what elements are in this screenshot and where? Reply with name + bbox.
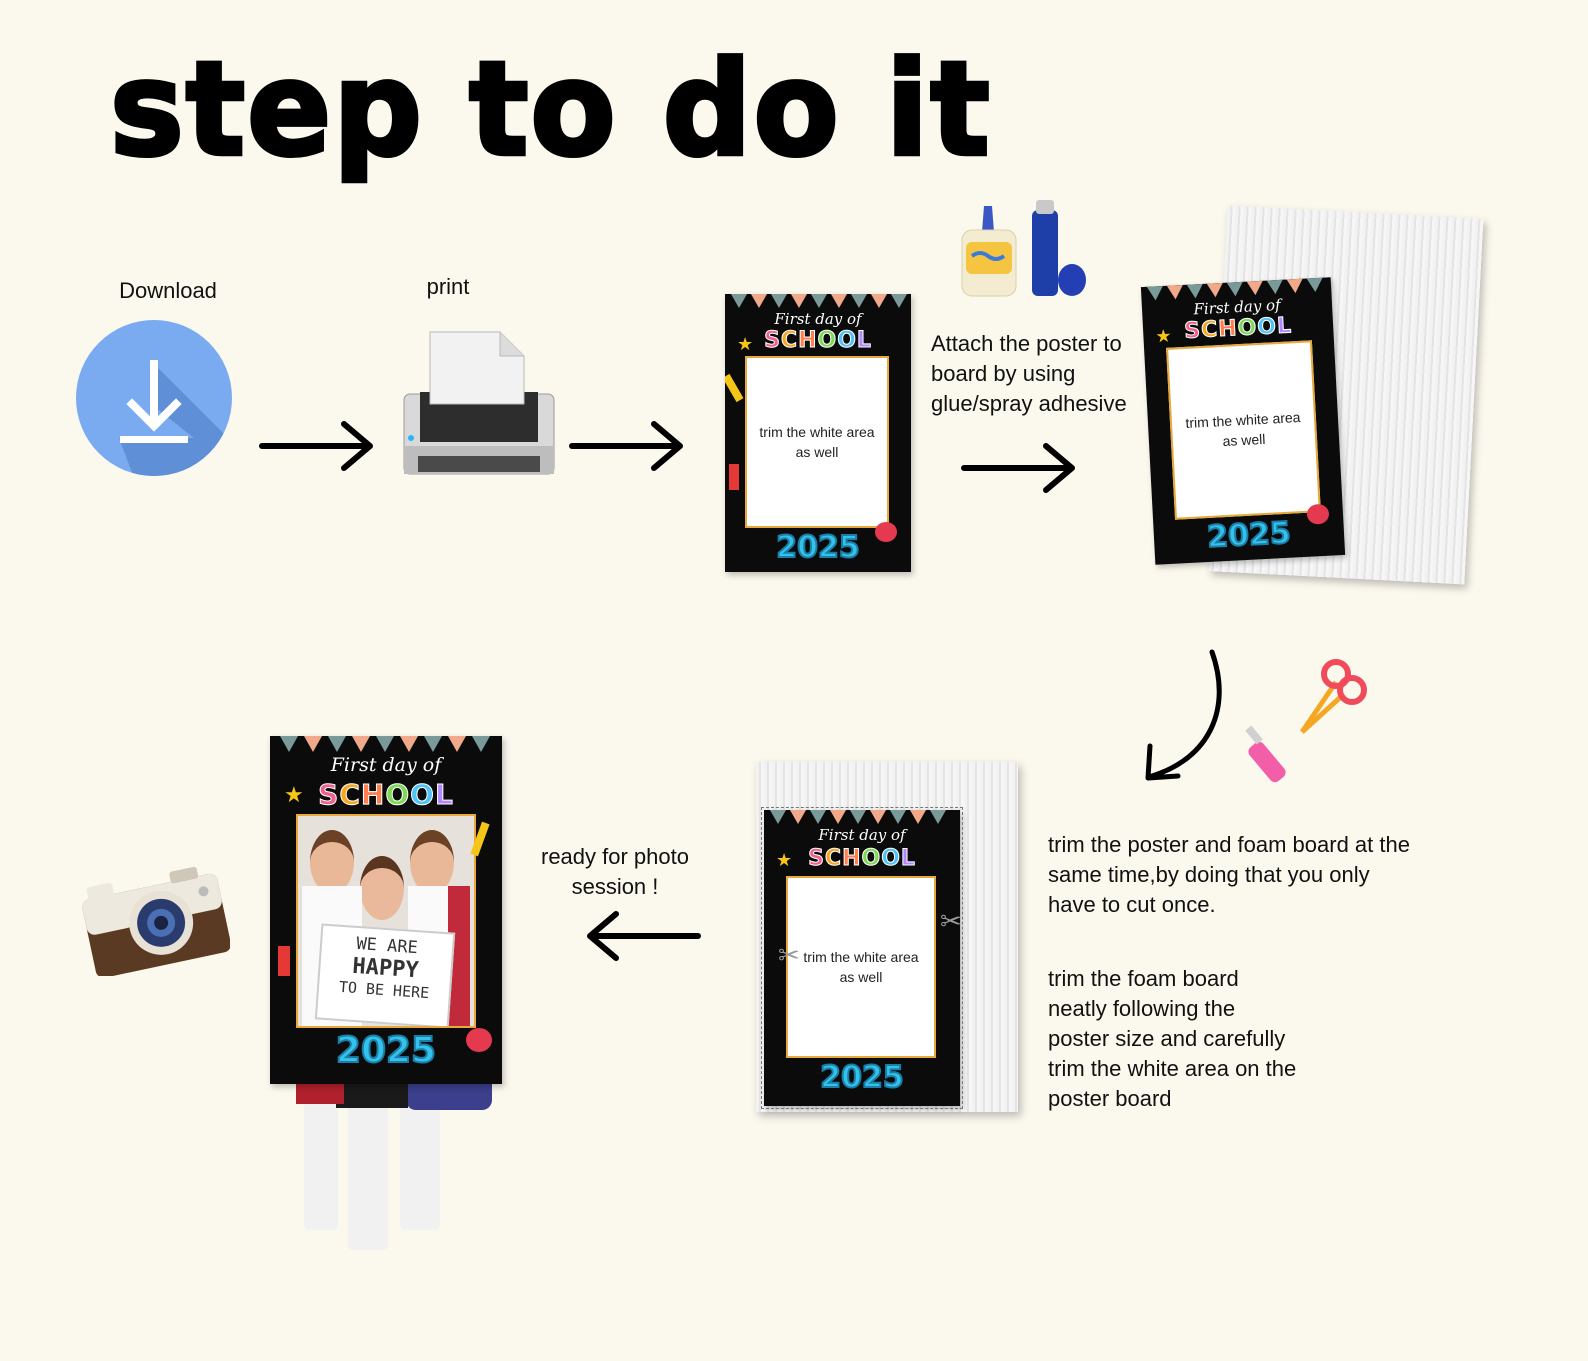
bunting-decoration bbox=[1146, 277, 1323, 301]
trim-instruction-2: trim the foam board neatly following the… bbox=[1048, 966, 1297, 1111]
ready-text: ready for photo session ! bbox=[541, 844, 689, 899]
frame-note: trim the white area as well bbox=[1185, 408, 1301, 450]
arrow-right-icon bbox=[259, 421, 373, 471]
scissors-mark-icon: ✂ bbox=[940, 906, 960, 936]
arrow-right-icon bbox=[569, 421, 683, 471]
bunting-decoration bbox=[770, 810, 946, 824]
scissors-mark-icon: ✂ bbox=[778, 940, 800, 970]
download-label: Download bbox=[119, 278, 217, 303]
pencil-icon bbox=[725, 373, 744, 403]
sign-board: WE ARE HAPPY TO BE HERE bbox=[314, 923, 456, 1026]
star-icon: ★ bbox=[1154, 325, 1173, 347]
frame-note: trim the white area as well bbox=[759, 424, 875, 460]
frame-note: trim the white area as well bbox=[803, 949, 919, 985]
scissors-icon bbox=[1245, 659, 1367, 783]
poster-printed: First day of SCHOOL trim the white area … bbox=[725, 294, 911, 572]
poster-school: SCHOOL bbox=[318, 778, 454, 812]
curved-arrow-icon bbox=[1145, 649, 1222, 781]
bunting-decoration bbox=[280, 736, 490, 752]
poster-title: First day of bbox=[818, 826, 906, 844]
print-label: print bbox=[426, 274, 470, 299]
star-icon: ★ bbox=[737, 334, 754, 354]
poster-on-board: First day of SCHOOL trim the white area … bbox=[1140, 277, 1346, 565]
poster-year: 2025 bbox=[819, 1059, 905, 1096]
crayon-icon bbox=[278, 946, 290, 976]
glue-bottle-icon bbox=[961, 200, 1086, 297]
poster-title: First day of bbox=[774, 310, 862, 328]
photo-frame: trim the white area as well bbox=[786, 876, 936, 1058]
poster-school: SCHOOL bbox=[808, 846, 916, 872]
apple-icon bbox=[466, 1028, 492, 1052]
attach-instruction: Attach the poster to board by using glue… bbox=[931, 331, 1127, 416]
camera-icon bbox=[82, 866, 230, 976]
photo-frame: trim the white area as well bbox=[745, 356, 889, 528]
page-title: step to do it bbox=[108, 34, 992, 186]
poster-final: First day of SCHOOL WE ARE HAPPY TO BE H… bbox=[270, 736, 502, 1084]
star-icon: ★ bbox=[284, 782, 304, 807]
arrow-left-icon bbox=[587, 911, 701, 961]
printer-icon bbox=[403, 331, 555, 475]
poster-school: SCHOOL bbox=[764, 328, 872, 354]
crayon-icon bbox=[729, 464, 739, 490]
poster-title: First day of bbox=[330, 754, 442, 776]
bunting-decoration bbox=[731, 294, 907, 308]
arrow-right-icon bbox=[961, 443, 1075, 493]
poster-year: 2025 bbox=[775, 529, 861, 566]
photo-frame: trim the white area as well bbox=[1166, 340, 1321, 520]
kids-legs bbox=[296, 1060, 496, 1250]
apple-icon bbox=[875, 522, 897, 542]
star-icon: ★ bbox=[776, 850, 793, 870]
download-icon bbox=[76, 320, 232, 476]
trim-instruction-1: trim the poster and foam board at the sa… bbox=[1048, 832, 1410, 917]
photo-kids: WE ARE HAPPY TO BE HERE bbox=[296, 814, 476, 1028]
poster-year: 2025 bbox=[335, 1029, 437, 1072]
poster-trim: First day of SCHOOL trim the white area … bbox=[761, 807, 963, 1109]
